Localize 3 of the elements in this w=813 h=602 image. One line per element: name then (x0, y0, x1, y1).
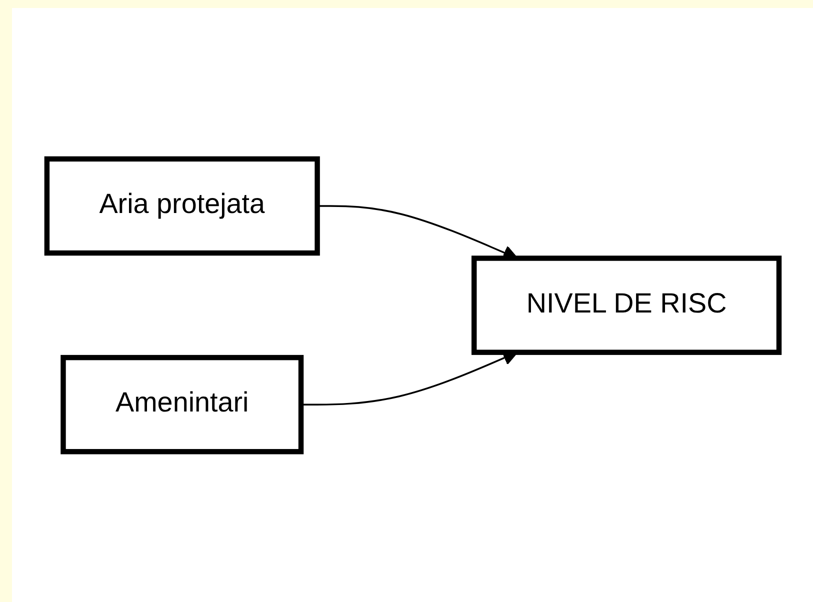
node-box: Aria protejata (44, 156, 320, 256)
node-box: Amenintari (60, 354, 304, 454)
node-box: NIVEL DE RISC (471, 255, 782, 355)
